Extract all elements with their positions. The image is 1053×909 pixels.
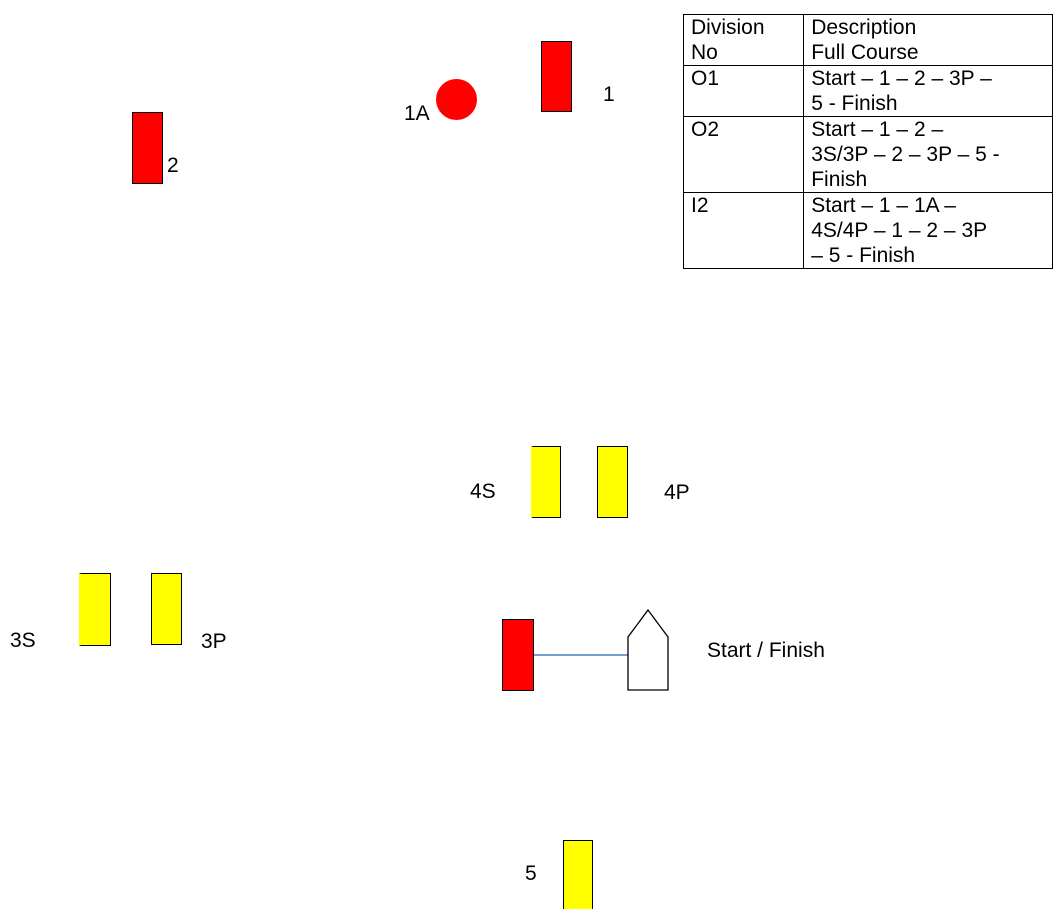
- mark-1-label: 1: [603, 83, 615, 106]
- mark-4s: [531, 446, 561, 518]
- mark-4s-label: 4S: [470, 480, 496, 503]
- mark-3p-label: 3P: [201, 630, 227, 653]
- table-row: I2 Start – 1 – 1A – 4S/4P – 1 – 2 – 3P –…: [682, 192, 1053, 269]
- division-cell: I2: [682, 192, 805, 269]
- mark-1: [541, 41, 572, 112]
- mark-3s: [79, 573, 111, 646]
- boat-icon: [627, 608, 669, 691]
- division-cell: O2: [682, 116, 805, 193]
- mark-2-label: 2: [167, 154, 179, 177]
- mark-2: [132, 112, 163, 184]
- division-cell: O1: [682, 65, 805, 117]
- mark-5: [563, 840, 593, 909]
- mark-3p: [151, 573, 182, 645]
- table-row: O2 Start – 1 – 2 – 3S/3P – 2 – 3P – 5 - …: [682, 116, 1053, 193]
- mark-1a-label: 1A: [404, 102, 430, 125]
- header-division-no: Division No: [682, 14, 805, 66]
- start-pin-mark: [502, 619, 534, 691]
- course-cell: Start – 1 – 1A – 4S/4P – 1 – 2 – 3P – 5 …: [803, 192, 1053, 269]
- mark-4p: [597, 446, 628, 518]
- course-table: Division No Description Full Course O1 S…: [682, 14, 1053, 269]
- mark-4p-label: 4P: [664, 481, 690, 504]
- mark-3s-label: 3S: [10, 629, 36, 652]
- mark-5-label: 5: [525, 862, 537, 885]
- start-finish-label: Start / Finish: [707, 639, 825, 662]
- header-description: Description Full Course: [803, 14, 1053, 66]
- mark-1a: [436, 79, 477, 120]
- table-header-row: Division No Description Full Course: [682, 14, 1053, 66]
- course-cell: Start – 1 – 2 – 3S/3P – 2 – 3P – 5 - Fin…: [803, 116, 1053, 193]
